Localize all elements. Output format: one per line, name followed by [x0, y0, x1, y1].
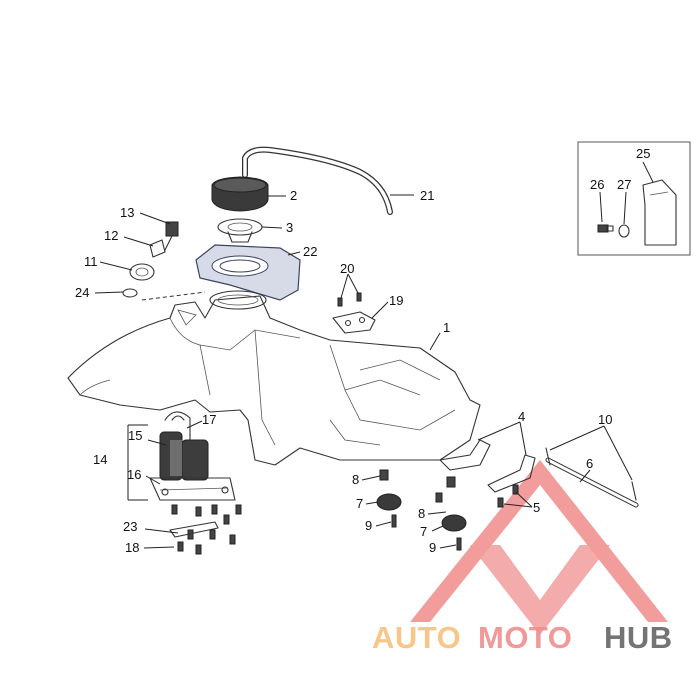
callout-24: 24 — [75, 285, 89, 300]
callout-26: 26 — [590, 177, 604, 192]
rubber-mounts-right — [435, 476, 519, 551]
callout-16: 16 — [127, 467, 141, 482]
callout-11: 11 — [84, 254, 98, 269]
callout-7a: 7 — [356, 496, 363, 511]
callout-21: 21 — [420, 188, 434, 203]
callout-19: 19 — [389, 293, 403, 308]
fuel-pump-assembly — [127, 411, 236, 501]
breather-hose — [242, 146, 393, 215]
leader-lines — [94, 194, 633, 549]
pump-screws — [169, 504, 242, 555]
callout-9b: 9 — [429, 540, 436, 555]
callout-8a: 8 — [352, 472, 359, 487]
callout-5: 5 — [533, 500, 540, 515]
callout-10: 10 — [598, 412, 612, 427]
callout-12: 12 — [104, 228, 118, 243]
vent-valve-parts — [122, 221, 206, 301]
callout-4: 4 — [518, 409, 525, 424]
callout-8b: 8 — [418, 506, 425, 521]
callout-13: 13 — [120, 205, 134, 220]
mount-rod — [545, 447, 639, 508]
callout-27: 27 — [617, 177, 631, 192]
callout-14: 14 — [93, 452, 107, 467]
filler-cover — [195, 244, 301, 301]
callout-22: 22 — [303, 244, 317, 259]
rubber-mounts-left — [376, 469, 402, 528]
callout-3: 3 — [286, 220, 293, 235]
callout-7b: 7 — [420, 524, 427, 539]
watermark-hub: HUB — [604, 620, 673, 655]
bolt-26 — [597, 224, 614, 233]
watermark-logo — [410, 460, 668, 635]
washer-27 — [618, 224, 630, 238]
watermark-text: AUTO MOTO HUB — [372, 620, 673, 655]
cap-gasket — [217, 218, 263, 243]
callout-labels: 1 2 3 4 5 6 7 7 8 8 9 9 10 11 12 13 14 1… — [75, 146, 650, 555]
fuel-cap — [211, 176, 269, 212]
inset-box — [577, 141, 691, 256]
callout-23: 23 — [123, 519, 137, 534]
callout-25: 25 — [636, 146, 650, 161]
callout-20: 20 — [340, 261, 354, 276]
callout-6: 6 — [586, 456, 593, 471]
callout-17: 17 — [202, 412, 216, 427]
bracket-19 — [332, 292, 376, 334]
watermark-moto: MOTO — [478, 620, 572, 655]
callout-18: 18 — [125, 540, 139, 555]
mount-bracket-4 — [439, 439, 536, 493]
callout-2: 2 — [290, 188, 297, 203]
callout-15: 15 — [128, 428, 142, 443]
fuel-tank — [67, 290, 481, 466]
watermark-auto: AUTO — [372, 620, 461, 655]
callout-9a: 9 — [365, 518, 372, 533]
bracket-25 — [642, 179, 677, 246]
callout-1: 1 — [443, 320, 450, 335]
